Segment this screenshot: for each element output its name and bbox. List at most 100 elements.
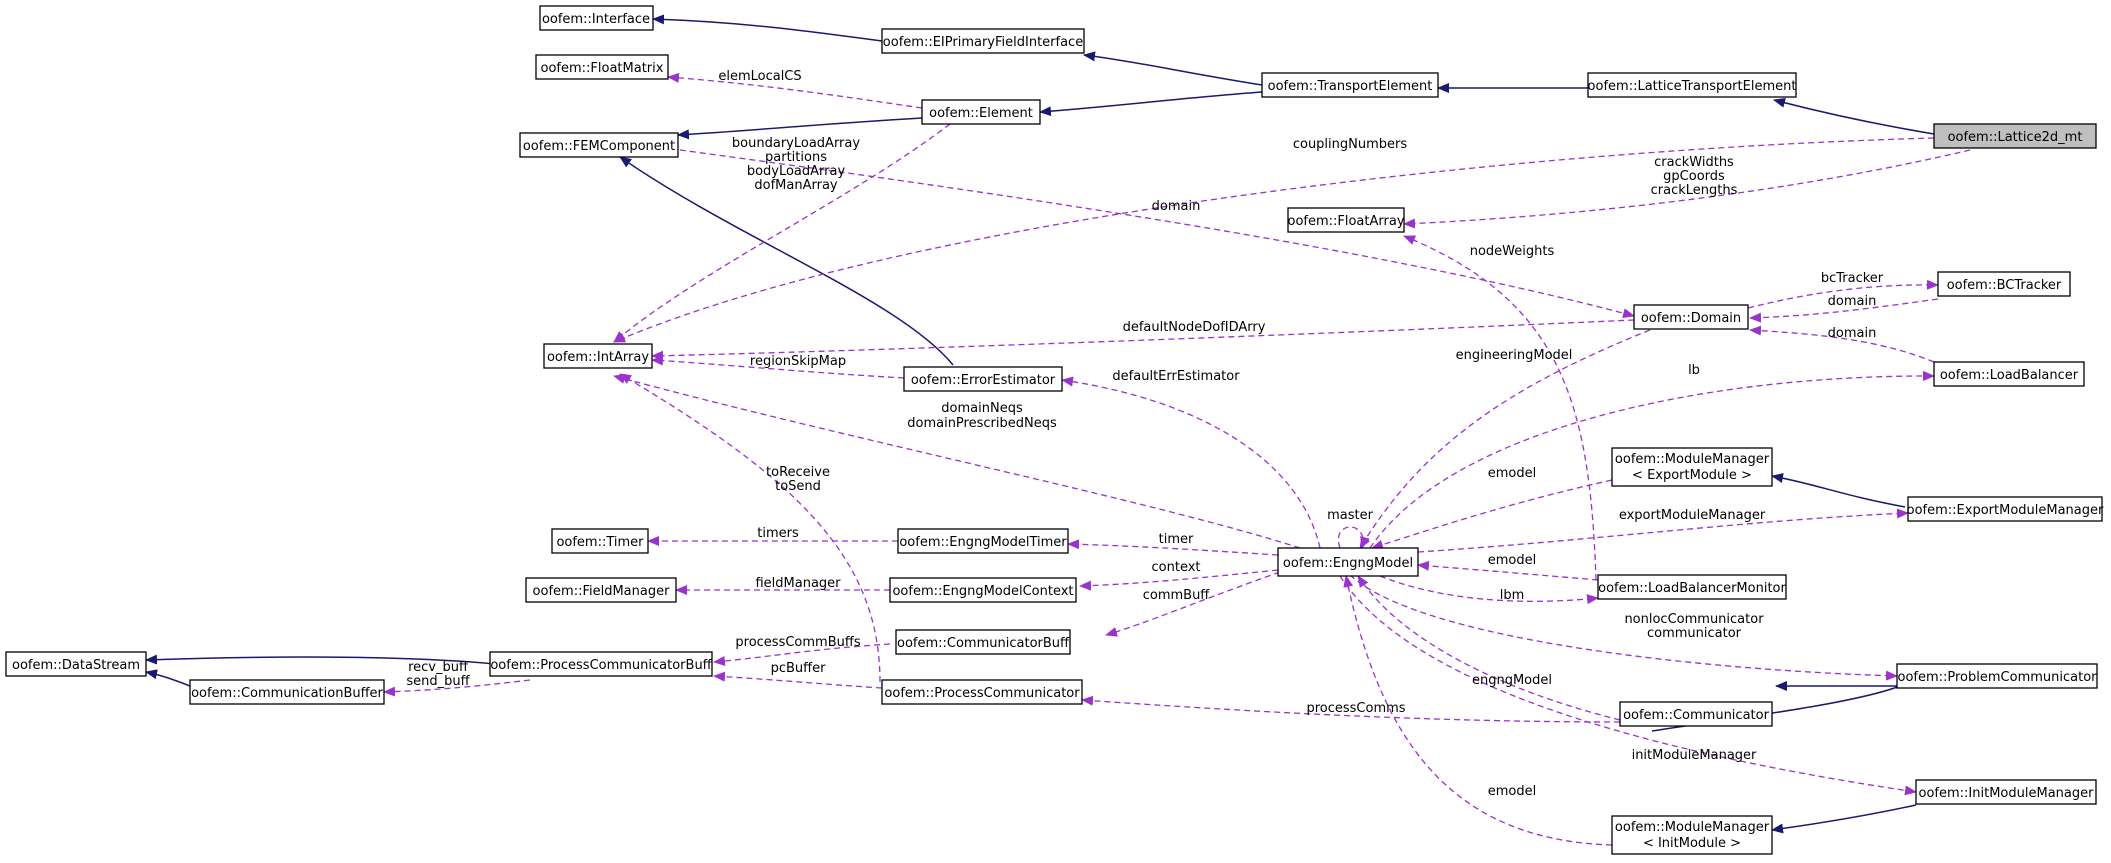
edge-errorestimator-to-femcomponent: [619, 156, 954, 366]
svg-text:oofem::BCTracker: oofem::BCTracker: [1947, 278, 2062, 293]
node-element[interactable]: oofem::Element: [921, 99, 1041, 125]
svg-text:oofem::EIPrimaryFieldInterface: oofem::EIPrimaryFieldInterface: [883, 35, 1083, 50]
svg-text:oofem::DataStream: oofem::DataStream: [12, 658, 140, 673]
svg-text:oofem::FloatMatrix: oofem::FloatMatrix: [541, 61, 664, 76]
edge-master: [1337, 526, 1370, 549]
node-exportmm[interactable]: oofem::ExportModuleManager: [1907, 496, 2104, 522]
svg-text:oofem::LatticeTransportElement: oofem::LatticeTransportElement: [1588, 79, 1797, 94]
edge-couplingNumbers: [613, 137, 1935, 343]
label-lb: lb: [1688, 363, 1700, 378]
node-engngtimer[interactable]: oofem::EngngModelTimer: [897, 528, 1069, 554]
label-timer: timer: [1159, 532, 1194, 547]
svg-text:oofem::CommunicatorBuff: oofem::CommunicatorBuff: [897, 636, 1070, 651]
edge-domain-fem: [679, 149, 1635, 318]
edge-lattice2d-to-latticetransport: [1773, 97, 1935, 135]
node-domain[interactable]: oofem::Domain: [1633, 304, 1749, 330]
label-commBuff: commBuff: [1143, 588, 1211, 603]
node-loadbalancer[interactable]: oofem::LoadBalancer: [1933, 361, 2085, 387]
label-crackWidths: crackWidths: [1654, 155, 1734, 170]
label-communicator: communicator: [1647, 626, 1742, 641]
node-intarray[interactable]: oofem::IntArray: [543, 343, 653, 369]
label-crackLengths: crackLengths: [1651, 183, 1738, 198]
label-initModuleManager: initModuleManager: [1632, 748, 1757, 763]
node-problemcomm[interactable]: oofem::ProblemCommunicator: [1896, 663, 2098, 689]
node-engngmodel[interactable]: oofem::EngngModel: [1277, 547, 1419, 577]
svg-text:< ExportModule >: < ExportModule >: [1632, 468, 1752, 483]
label-boundaryLoadArray: boundaryLoadArray: [732, 136, 860, 151]
label-processComms: processComms: [1306, 701, 1405, 716]
label-lbm: lbm: [1500, 588, 1525, 603]
edge-elemLocalCS: [667, 72, 923, 109]
label-fieldManager: fieldManager: [755, 576, 841, 591]
edge-element-to-femcomponent: [677, 117, 923, 140]
svg-text:oofem::TransportElement: oofem::TransportElement: [1268, 79, 1433, 94]
edge-transport-to-eiprimary: [1083, 51, 1263, 86]
node-bctracker[interactable]: oofem::BCTracker: [1937, 271, 2071, 297]
label-domain-bct: domain: [1828, 294, 1877, 309]
label-recv-buff: recv_buff: [408, 660, 469, 675]
edge-domain-bct: [1749, 298, 1939, 323]
edge-pcBuffer: [713, 671, 883, 689]
label-dofManArray: dofManArray: [754, 178, 838, 193]
edge-defaultErrEstimator: [1061, 376, 1321, 549]
svg-text:oofem::EngngModelTimer: oofem::EngngModelTimer: [899, 535, 1067, 550]
edge-transport-to-element: [1039, 91, 1263, 117]
svg-text:oofem::LoadBalancer: oofem::LoadBalancer: [1940, 368, 2079, 383]
node-errorestimator[interactable]: oofem::ErrorEstimator: [903, 366, 1063, 392]
node-timer[interactable]: oofem::Timer: [551, 528, 649, 554]
svg-text:oofem::CommunicationBuffer: oofem::CommunicationBuffer: [191, 686, 383, 701]
node-lbmonitor[interactable]: oofem::LoadBalancerMonitor: [1597, 574, 1787, 600]
node-processcomm[interactable]: oofem::ProcessCommunicator: [881, 679, 1083, 705]
edge-eiprimary-to-interface: [652, 14, 883, 42]
node-femcomponent[interactable]: oofem::FEMComponent: [519, 132, 679, 158]
node-lattice2d[interactable]: oofem::Lattice2d_mt: [1933, 123, 2097, 149]
label-nodeWeights: nodeWeights: [1470, 244, 1555, 259]
node-communicatorbuff[interactable]: oofem::CommunicatorBuff: [895, 629, 1071, 655]
node-communicator[interactable]: oofem::Communicator: [1619, 701, 1773, 727]
label-bcTracker: bcTracker: [1821, 271, 1884, 286]
label-toReceive: toReceive: [766, 465, 830, 480]
svg-text:oofem::FloatArray: oofem::FloatArray: [1287, 214, 1404, 229]
svg-text:< InitModule >: < InitModule >: [1643, 836, 1741, 851]
svg-text:oofem::IntArray: oofem::IntArray: [547, 350, 649, 365]
svg-text:oofem::Element: oofem::Element: [929, 106, 1033, 121]
node-processcommbuff[interactable]: oofem::ProcessCommunicatorBuff: [489, 651, 713, 677]
label-partitions: partitions: [765, 150, 827, 165]
svg-text:oofem::LoadBalancerMonitor: oofem::LoadBalancerMonitor: [1598, 581, 1786, 596]
label-send-buff: send_buff: [406, 674, 470, 689]
label-emodel-export: emodel: [1488, 466, 1536, 481]
edge-exportModuleManager: [1417, 508, 1909, 553]
node-floatmatrix[interactable]: oofem::FloatMatrix: [535, 54, 669, 80]
node-transport[interactable]: oofem::TransportElement: [1261, 72, 1439, 98]
label-defaultErrEstimator: defaultErrEstimator: [1112, 369, 1240, 384]
label-regionSkipMap: regionSkipMap: [750, 354, 846, 369]
svg-text:oofem::ProcessCommunicatorBuff: oofem::ProcessCommunicatorBuff: [490, 658, 712, 673]
label-context: context: [1152, 560, 1201, 575]
edge-domainNeqs: [613, 374, 1301, 549]
label-processCommBuffs: processCommBuffs: [735, 635, 860, 650]
node-engngcontext[interactable]: oofem::EngngModelContext: [889, 577, 1077, 603]
node-commbuffer[interactable]: oofem::CommunicationBuffer: [189, 679, 385, 705]
edge-bcTracker: [1747, 279, 1939, 309]
node-datastream[interactable]: oofem::DataStream: [5, 651, 147, 677]
node-floatarray[interactable]: oofem::FloatArray: [1287, 207, 1405, 233]
label-elemLocalCS: elemLocalCS: [718, 69, 801, 84]
edge-processCommBuffs: [713, 643, 891, 666]
node-modulemanager-export[interactable]: oofem::ModuleManager < ExportModule >: [1611, 447, 1773, 487]
node-interface[interactable]: oofem::Interface: [539, 5, 654, 31]
edge-recv-send-buff: [383, 679, 531, 697]
label-nonlocCommunicator: nonlocCommunicator: [1624, 612, 1764, 627]
node-modulemanager-init[interactable]: oofem::ModuleManager < InitModule >: [1611, 815, 1773, 855]
edge-nodeWeights: [1403, 235, 1597, 581]
edge-defaultNodeDofIDArry: [651, 319, 1635, 361]
edge-emodel-lbm: [1417, 560, 1599, 581]
node-latticetransport[interactable]: oofem::LatticeTransportElement: [1587, 72, 1797, 98]
label-engineeringModel: engineeringModel: [1456, 348, 1573, 363]
edge-exportmm-to-modulemanager: [1771, 473, 1906, 508]
edge-initmm-to-modulemanager: [1771, 804, 1917, 834]
node-eiprimary[interactable]: oofem::EIPrimaryFieldInterface: [881, 28, 1085, 54]
node-fieldmanager[interactable]: oofem::FieldManager: [525, 577, 677, 603]
label-domain-lb: domain: [1828, 326, 1877, 341]
node-initmm[interactable]: oofem::InitModuleManager: [1915, 779, 2097, 805]
edge-processComms: [1081, 695, 1621, 723]
